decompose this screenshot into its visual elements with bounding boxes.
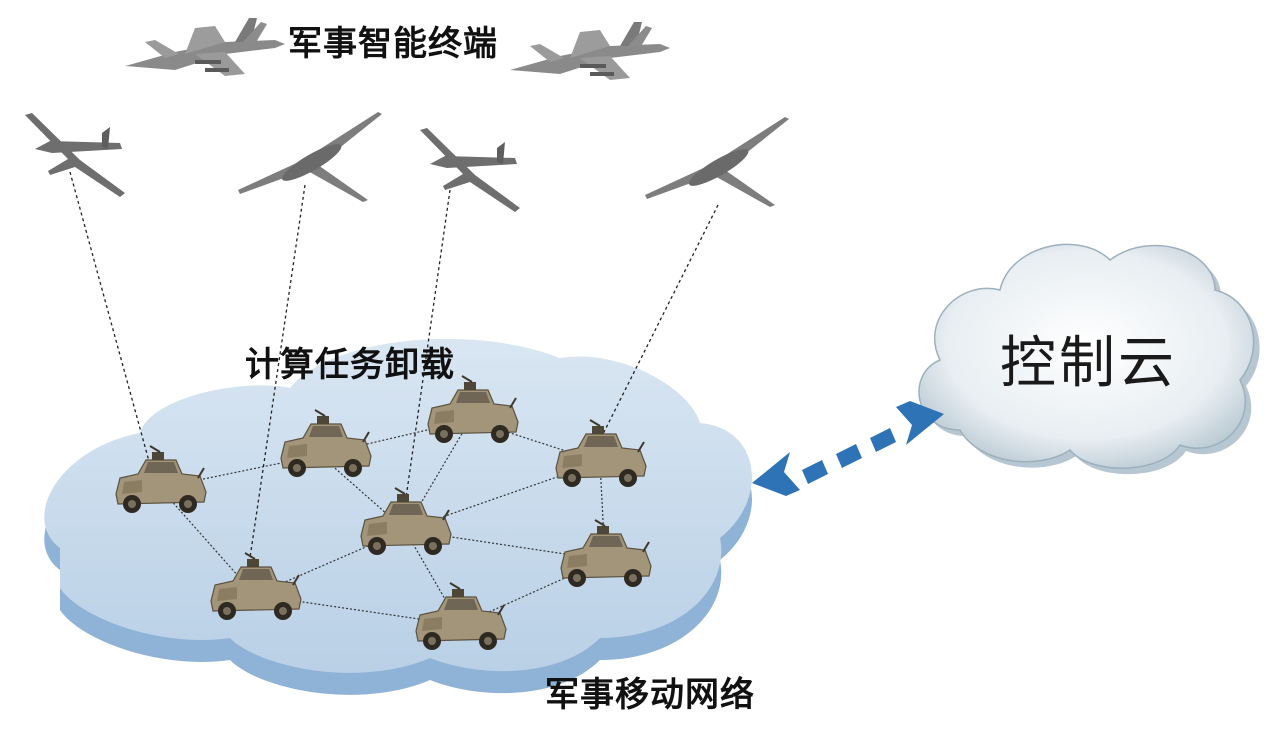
label-military-terminals: 军事智能终端	[288, 24, 498, 64]
fighter-jet-icon	[510, 22, 670, 80]
uav-drone-icon	[645, 117, 789, 207]
uav-drone-icon	[25, 113, 125, 197]
label-task-offload: 计算任务卸载	[245, 345, 455, 385]
label-control-cloud: 控制云	[1000, 331, 1177, 396]
uav-drone-icon	[238, 112, 382, 202]
uav-drone-icon	[420, 128, 520, 212]
control-cloud	[918, 243, 1260, 475]
bidirectional-arrow-icon	[752, 401, 944, 496]
fighter-jet-icon	[125, 18, 285, 76]
offload-links	[69, 171, 719, 579]
label-mobile-network: 军事移动网络	[545, 675, 755, 715]
